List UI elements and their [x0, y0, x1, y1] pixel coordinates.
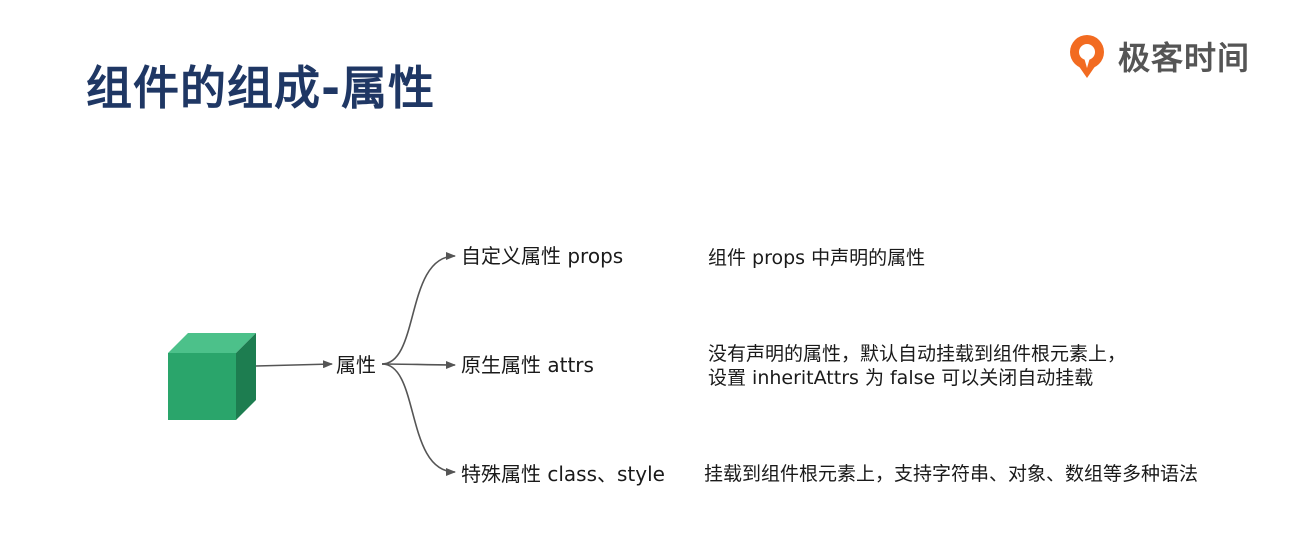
center-label-attributes: 属性 — [336, 353, 376, 377]
description-special: 挂载到组件根元素上，支持字符串、对象、数组等多种语法 — [704, 463, 1199, 485]
branch-label-attrs: 原生属性 attrs — [461, 353, 594, 377]
description-props: 组件 props 中声明的属性 — [708, 247, 926, 269]
brand-logo: 极客时间 — [1066, 30, 1250, 82]
geektime-logo-icon — [1070, 35, 1104, 78]
branch-label-props: 自定义属性 props — [461, 244, 624, 268]
branch-arrow-attrs — [381, 360, 456, 369]
branch-arrow-special — [381, 363, 456, 476]
branch-label-special: 特殊属性 class、style — [461, 462, 665, 486]
brand-name: 极客时间 — [1118, 39, 1251, 77]
cube-top-face — [168, 333, 256, 353]
page-title: 组件的组成-属性 — [86, 61, 436, 115]
cube-to-attr-arrow — [255, 360, 333, 369]
cube-side-face — [236, 333, 256, 420]
branch-arrow-props — [381, 252, 456, 365]
description-attrs-line1: 没有声明的属性，默认自动挂载到组件根元素上， — [708, 343, 1127, 365]
cube-front-face — [168, 353, 236, 420]
description-attrs-line2: 设置 inheritAttrs 为 false 可以关闭自动挂载 — [708, 367, 1094, 389]
component-cube — [168, 333, 256, 420]
